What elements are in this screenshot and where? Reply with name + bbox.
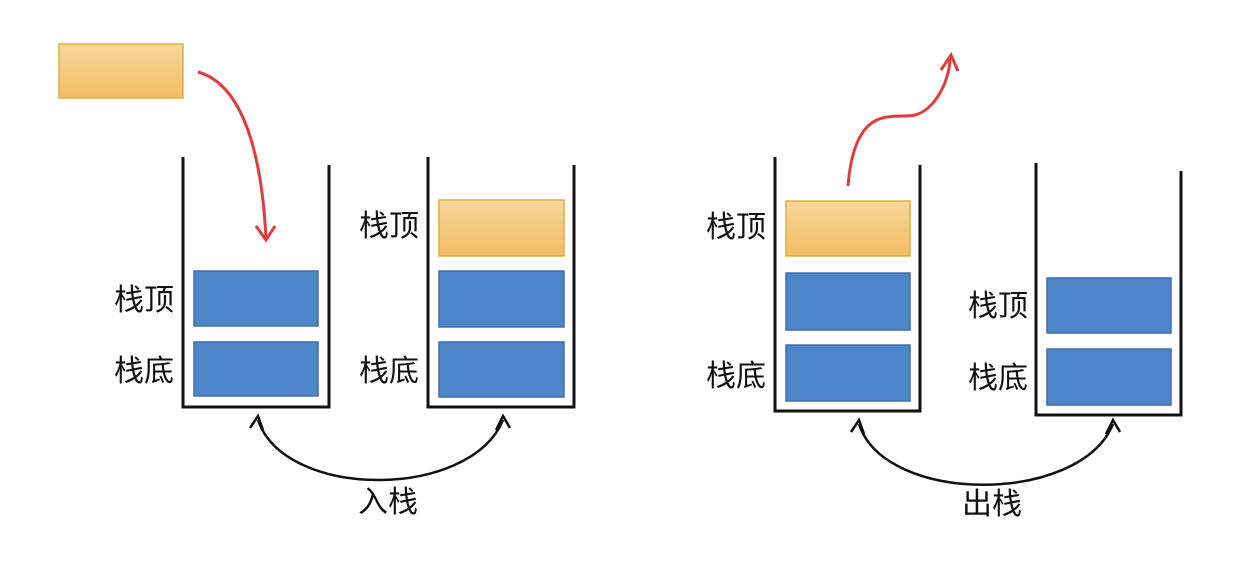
incoming-element bbox=[58, 43, 184, 99]
stack-element bbox=[438, 341, 565, 398]
push-motion-arrow bbox=[197, 70, 268, 239]
stack-container bbox=[181, 157, 331, 409]
stack-element-new-top bbox=[438, 199, 565, 257]
pop-group: 栈顶 栈底 栈顶 栈底 出栈 bbox=[706, 51, 1183, 522]
push-group: 栈顶 栈底 栈顶 栈底 入栈 bbox=[58, 43, 576, 520]
stack-bottom-label: 栈底 bbox=[114, 354, 174, 389]
stack-top-label: 栈顶 bbox=[114, 283, 174, 318]
stack-after-pop: 栈顶 栈底 bbox=[968, 163, 1183, 417]
push-caption: 入栈 bbox=[358, 485, 418, 520]
stack-element bbox=[785, 272, 911, 331]
push-arc-arrowhead-right bbox=[494, 413, 512, 431]
stack-top-label: 栈顶 bbox=[968, 289, 1028, 324]
push-motion-arrowhead bbox=[254, 225, 277, 243]
stack-container bbox=[773, 157, 922, 413]
stack-element bbox=[193, 270, 319, 327]
push-relation-arc bbox=[256, 419, 505, 482]
stack-top-label: 栈顶 bbox=[359, 209, 419, 244]
stack-container bbox=[1034, 163, 1183, 417]
stack-element bbox=[1046, 277, 1172, 334]
stack-bottom-label: 栈底 bbox=[706, 359, 766, 394]
stack-container bbox=[426, 157, 576, 409]
stack-bottom-label: 栈底 bbox=[359, 354, 419, 389]
pop-motion-arrow bbox=[846, 57, 952, 187]
pop-arc-arrowhead-left bbox=[849, 417, 866, 435]
push-arc-arrowhead-left bbox=[248, 413, 265, 431]
stack-top-label: 栈顶 bbox=[706, 210, 766, 245]
pop-relation-arc bbox=[857, 423, 1115, 486]
stack-element bbox=[193, 341, 319, 397]
stack-element bbox=[1046, 348, 1172, 406]
pop-caption: 出栈 bbox=[962, 487, 1022, 522]
stack-before-push: 栈顶 栈底 bbox=[114, 157, 331, 409]
stack-before-pop: 栈顶 栈底 bbox=[706, 157, 922, 413]
stack-element bbox=[438, 270, 565, 328]
stack-after-push: 栈顶 栈底 bbox=[359, 157, 576, 409]
pop-motion-arrowhead bbox=[939, 51, 960, 72]
pop-arc-arrowhead-right bbox=[1104, 417, 1122, 435]
stack-element bbox=[785, 344, 911, 402]
stack-bottom-label: 栈底 bbox=[968, 361, 1028, 396]
stack-element-popping bbox=[785, 200, 911, 257]
